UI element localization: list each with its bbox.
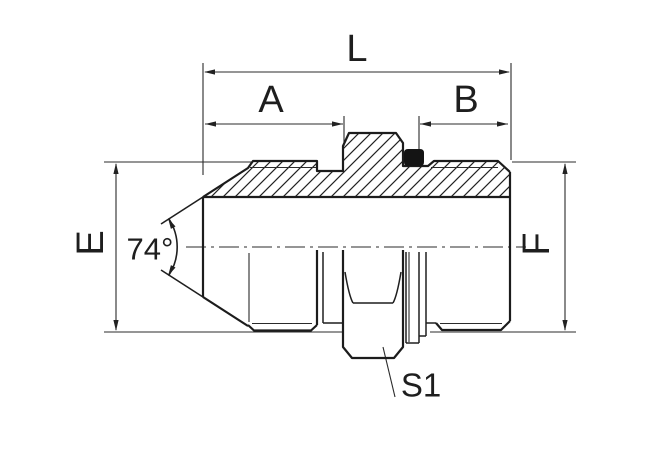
dim-label-left-thread-length-A: A xyxy=(258,79,284,121)
fitting-body-outline xyxy=(201,131,512,360)
dim-label-left-diameter-E: E xyxy=(70,230,112,256)
o-ring-seal xyxy=(404,149,424,166)
dimension-and-extension-lines xyxy=(104,63,576,398)
dim-label-overall-length-L: L xyxy=(346,28,368,70)
dim-label-hex-size-S1: S1 xyxy=(400,366,442,404)
hex-and-washer-detail-lines xyxy=(322,252,436,344)
dimension-arrowheads xyxy=(113,69,568,331)
section-hatch-area xyxy=(203,133,510,197)
dim-label-right-thread-length-B: B xyxy=(453,79,479,121)
dim-label-right-diameter-F: F xyxy=(516,232,558,256)
dim-label-flare-angle-74deg: 74° xyxy=(126,231,174,267)
